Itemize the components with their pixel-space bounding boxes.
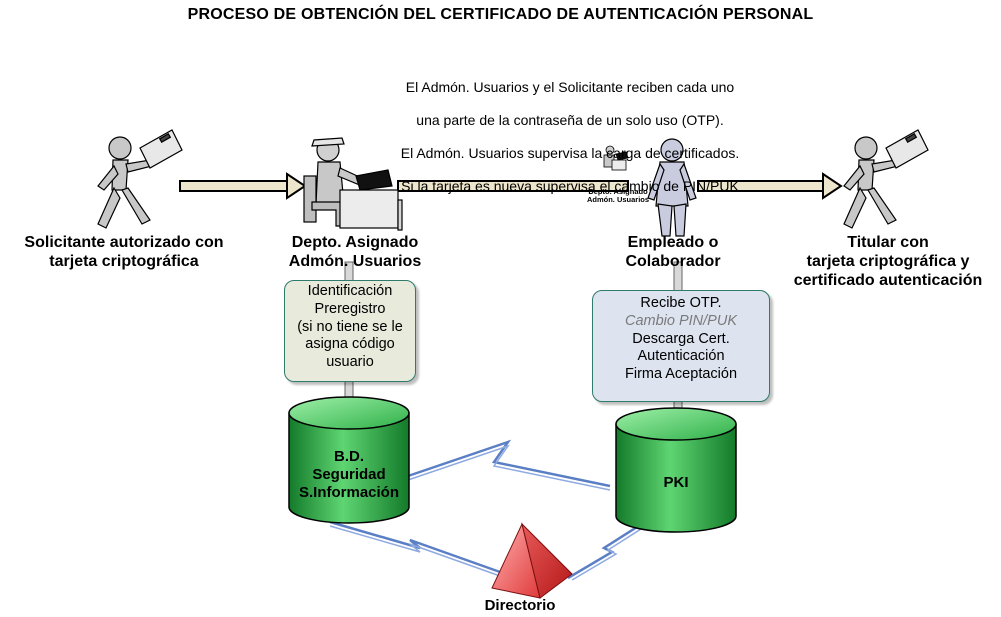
flow-arrow-1: [179, 172, 307, 200]
employee-actions-box: Recibe OTP. Cambio PIN/PUK Descarga Cert…: [592, 290, 770, 402]
flow-arrow-2: [397, 180, 629, 192]
employee-action-1: Recibe OTP.: [640, 295, 722, 311]
directory-pyramid-icon: [491, 522, 573, 599]
identification-box: Identificación Preregistro (si no tiene …: [284, 280, 416, 382]
network-link-db-pki: [407, 439, 611, 491]
identification-line-5: usuario: [326, 354, 374, 371]
note-line-1: El Admón. Usuarios y el Solicitante reci…: [405, 78, 735, 95]
network-link-pki-directory: [567, 518, 653, 581]
directory-label: Directorio: [484, 597, 556, 614]
employee-action-5: Firma Aceptación: [624, 366, 738, 383]
solicitante-person-icon: [97, 129, 183, 229]
small-depto-person-icon: [603, 145, 629, 171]
actor-label-titular: Titular con tarjeta criptográfica y cert…: [793, 234, 983, 289]
database-label-right: PKI: [663, 474, 689, 491]
actor-label-solicitante: Solicitante autorizado con tarjeta cript…: [24, 234, 224, 270]
titular-person-icon: [843, 129, 929, 229]
actor-label-depto: Depto. Asignado Admón. Usuarios: [288, 234, 422, 270]
database-cylinder-left: [288, 396, 410, 524]
small-depto-label: Depto. Asignado Admón. Usuarios: [586, 187, 650, 205]
database-label-left: B.D. Seguridad S.Información: [298, 448, 399, 501]
identification-line-4: asigna código: [305, 336, 395, 353]
network-link-db-directory: [329, 520, 501, 577]
employee-action-2: Cambio PIN/PUK: [624, 312, 737, 329]
empleado-person-icon: [647, 138, 697, 237]
identification-line-3: (si no tiene se le: [297, 318, 403, 335]
page-title: PROCESO DE OBTENCIÓN DEL CERTIFICADO DE …: [187, 6, 814, 23]
identification-line-2: Preregistro: [314, 300, 386, 317]
flow-arrow-3: [697, 172, 843, 200]
note-line-3: El Admón. Usuarios supervisa la carga de…: [400, 144, 740, 161]
employee-action-4: Autenticación: [637, 348, 725, 365]
note-line-4: Si la tarjeta es nueva supervisa el camb…: [401, 177, 739, 194]
employee-action-3: Descarga Cert.: [632, 330, 730, 347]
identification-line-1: Identificación: [307, 283, 393, 299]
actor-label-empleado: Empleado o Colaborador: [625, 234, 721, 270]
note-line-2: una parte de la contraseña de un solo us…: [416, 111, 724, 128]
process-note: El Admón. Usuarios y el Solicitante reci…: [360, 62, 780, 211]
depto-person-at-desk-icon: [303, 137, 403, 231]
database-cylinder-right: [615, 407, 737, 533]
